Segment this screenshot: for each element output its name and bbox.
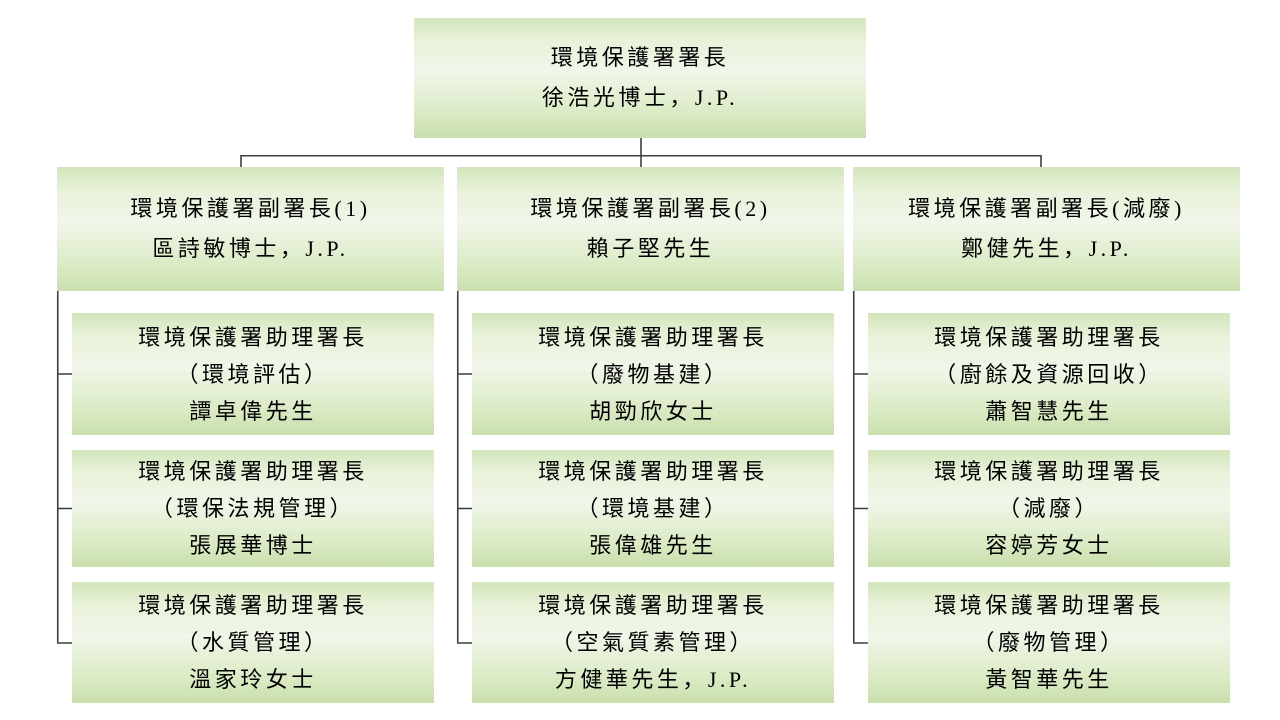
assistant-division: （水質管理） bbox=[176, 630, 330, 655]
root-name: 徐浩光博士，J.P. bbox=[541, 85, 739, 110]
assistant-box-2-3: 環境保護署助理署長 （空氣質素管理） 方健華先生，J.P. bbox=[472, 582, 834, 703]
assistant-box-1-1: 環境保護署助理署長 （環境評估） 譚卓偉先生 bbox=[72, 313, 434, 435]
assistant-division: （廢物基建） bbox=[576, 361, 730, 387]
assistant-division: （環境基建） bbox=[576, 496, 730, 521]
assistant-box-1-3: 環境保護署助理署長 （水質管理） 溫家玲女士 bbox=[72, 582, 434, 703]
assistant-title: 環境保護署助理署長 bbox=[138, 593, 368, 618]
assistant-title: 環境保護署助理署長 bbox=[538, 324, 768, 350]
deputy-title: 環境保護署副署長(2) bbox=[530, 196, 771, 221]
assistant-name: 容婷芳女士 bbox=[985, 533, 1113, 558]
assistant-box-3-2: 環境保護署助理署長 （減廢） 容婷芳女士 bbox=[868, 450, 1230, 567]
deputy-box-1: 環境保護署副署長(1) 區詩敏博士，J.P. bbox=[57, 167, 444, 291]
assistant-title: 環境保護署助理署長 bbox=[934, 593, 1164, 618]
deputy-name: 區詩敏博士，J.P. bbox=[152, 236, 349, 261]
deputy-box-2: 環境保護署副署長(2) 賴子堅先生 bbox=[457, 167, 844, 291]
root-box: 環境保護署署長 徐浩光博士，J.P. bbox=[414, 18, 866, 138]
deputy-title: 環境保護署副署長(減廢) bbox=[908, 196, 1185, 221]
assistant-name: 溫家玲女士 bbox=[189, 667, 317, 692]
assistant-title: 環境保護署助理署長 bbox=[538, 459, 768, 484]
assistant-title: 環境保護署助理署長 bbox=[538, 593, 768, 618]
assistant-division: （環境評估） bbox=[176, 361, 330, 387]
assistant-division: （廚餘及資源回收） bbox=[934, 361, 1164, 387]
assistant-division: （環保法規管理） bbox=[150, 496, 355, 521]
assistant-name: 譚卓偉先生 bbox=[189, 398, 317, 424]
deputy-name: 賴子堅先生 bbox=[586, 236, 715, 261]
assistant-division: （減廢） bbox=[997, 496, 1100, 521]
assistant-name: 胡勁欣女士 bbox=[589, 398, 717, 424]
deputy-name: 鄭健先生，J.P. bbox=[961, 236, 1132, 261]
assistant-division: （空氣質素管理） bbox=[550, 630, 755, 655]
assistant-name: 張展華博士 bbox=[189, 533, 317, 558]
assistant-title: 環境保護署助理署長 bbox=[934, 324, 1164, 350]
deputy-title: 環境保護署副署長(1) bbox=[130, 196, 371, 221]
assistant-title: 環境保護署助理署長 bbox=[934, 459, 1164, 484]
assistant-name: 黃智華先生 bbox=[985, 667, 1113, 692]
assistant-name: 蕭智慧先生 bbox=[985, 398, 1113, 424]
assistant-title: 環境保護署助理署長 bbox=[138, 324, 368, 350]
assistant-name: 張偉雄先生 bbox=[589, 533, 717, 558]
assistant-box-3-1: 環境保護署助理署長 （廚餘及資源回收） 蕭智慧先生 bbox=[868, 313, 1230, 435]
root-title: 環境保護署署長 bbox=[550, 45, 730, 70]
assistant-box-3-3: 環境保護署助理署長 （廢物管理） 黃智華先生 bbox=[868, 582, 1230, 703]
assistant-box-1-2: 環境保護署助理署長 （環保法規管理） 張展華博士 bbox=[72, 450, 434, 567]
assistant-division: （廢物管理） bbox=[972, 630, 1126, 655]
assistant-box-2-2: 環境保護署助理署長 （環境基建） 張偉雄先生 bbox=[472, 450, 834, 567]
assistant-title: 環境保護署助理署長 bbox=[138, 459, 368, 484]
assistant-name: 方健華先生，J.P. bbox=[554, 667, 752, 692]
deputy-box-3: 環境保護署副署長(減廢) 鄭健先生，J.P. bbox=[853, 167, 1240, 291]
assistant-box-2-1: 環境保護署助理署長 （廢物基建） 胡勁欣女士 bbox=[472, 313, 834, 435]
